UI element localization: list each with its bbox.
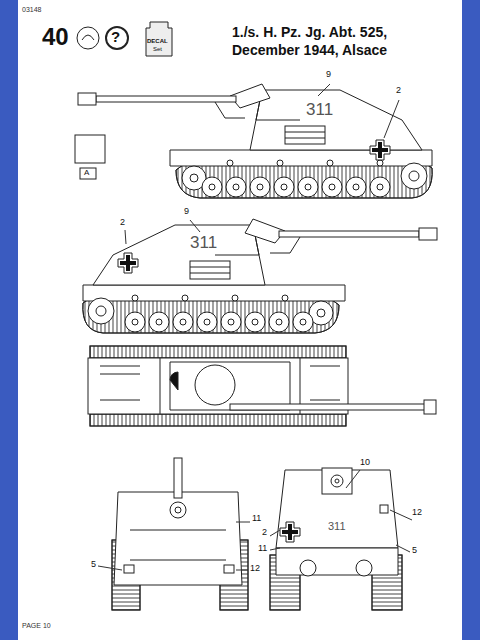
help-symbol: ?: [111, 29, 120, 46]
callout-number: 9: [184, 207, 189, 217]
rear-view: [112, 458, 248, 610]
marking-title: 1./s. H. Pz. Jg. Abt. 525, December 1944…: [232, 24, 437, 59]
top-view: [88, 346, 436, 426]
callout-number: 9: [326, 70, 331, 80]
leader-line: [98, 84, 412, 570]
decal-label: Set: [153, 46, 162, 53]
cross-decal: [370, 140, 390, 160]
callout-number: 11: [258, 544, 267, 554]
callout-number: 2: [396, 86, 401, 96]
decal-bottle: [146, 22, 172, 56]
front-view: [270, 468, 402, 610]
color-box: [75, 135, 105, 163]
callout-number: 10: [360, 458, 370, 468]
step-number: 40: [42, 24, 69, 50]
callout-number: 5: [91, 560, 96, 570]
decal-label: DECAL: [147, 38, 168, 45]
help-icon: [106, 27, 128, 49]
vehicle-number: 311: [190, 234, 217, 253]
callout-number: 11: [252, 514, 261, 524]
part-code: 03148: [22, 6, 41, 14]
callout-number: 2: [262, 528, 267, 538]
callout-number: 5: [412, 546, 417, 556]
page-number: PAGE 10: [22, 622, 51, 630]
color-code: A: [84, 169, 89, 178]
callout-number: 12: [250, 564, 260, 574]
callout-number: 2: [120, 218, 125, 228]
vehicle-number: 311: [306, 101, 333, 120]
callout-number: 12: [412, 508, 422, 518]
vehicle-number: 311: [328, 520, 346, 532]
glue-icon: [77, 27, 99, 49]
